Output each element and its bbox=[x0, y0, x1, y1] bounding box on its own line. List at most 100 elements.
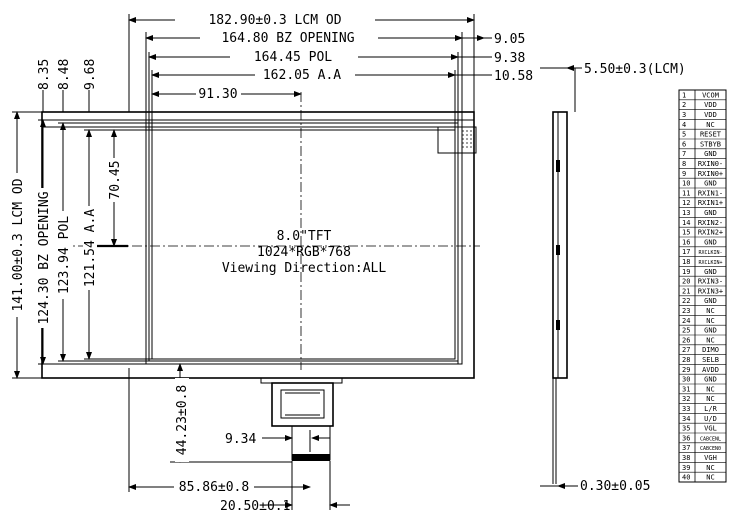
pin-number: 25 bbox=[682, 327, 690, 335]
pin-name: NC bbox=[706, 336, 714, 344]
dim-pol-height: 123.94 POL bbox=[57, 216, 72, 294]
pin-name: RESET bbox=[700, 131, 722, 139]
dim-top-968: 9.68 bbox=[83, 59, 98, 90]
pin-number: 39 bbox=[682, 464, 690, 472]
pin-number: 3 bbox=[682, 111, 686, 119]
pin-number: 5 bbox=[682, 131, 686, 139]
pin-number: 8 bbox=[682, 160, 686, 168]
pin-name: RXIN0- bbox=[698, 160, 723, 168]
pin-name: VDD bbox=[704, 101, 717, 109]
pin-name: NC bbox=[706, 317, 714, 325]
pin-number: 37 bbox=[682, 444, 690, 452]
bz-opening-rect bbox=[145, 119, 463, 365]
dim-right-1058: 10.58 bbox=[494, 69, 533, 84]
pin-name: RXIN2- bbox=[698, 219, 723, 227]
fpc-gold-fingers bbox=[292, 454, 330, 461]
pin-number: 10 bbox=[682, 180, 690, 188]
pin-name: RXIN3- bbox=[698, 278, 723, 286]
pin-number: 22 bbox=[682, 297, 690, 305]
pin-name: GND bbox=[704, 376, 717, 384]
pin-number: 17 bbox=[682, 248, 690, 256]
panel-size-text: 8.0"TFT bbox=[277, 229, 332, 244]
pin-name: CABCENL bbox=[700, 436, 721, 442]
dim-lcm-od-height: 141.00±0.3 LCM OD bbox=[11, 178, 26, 311]
dim-top-835: 8.35 bbox=[37, 59, 52, 90]
pin-number: 21 bbox=[682, 287, 690, 295]
vertical-dimensions: 141.00±0.3 LCM OD 124.30 BZ OPENING 123.… bbox=[11, 59, 152, 379]
panel-resolution-text: 1024*RGB*768 bbox=[257, 245, 351, 260]
dim-fpc-inner: 9.34 bbox=[225, 432, 256, 447]
pin-name: RXIN1+ bbox=[698, 199, 723, 207]
pin-number: 32 bbox=[682, 395, 690, 403]
pin-name: STBYB bbox=[700, 140, 721, 148]
pin-number: 19 bbox=[682, 268, 690, 276]
pin-name: GND bbox=[704, 327, 717, 335]
dim-center-offset-y: 70.45 bbox=[108, 160, 123, 199]
top-right-tab bbox=[437, 126, 477, 154]
pin-number: 20 bbox=[682, 278, 690, 286]
pin-number: 6 bbox=[682, 140, 686, 148]
pin-number: 30 bbox=[682, 376, 690, 384]
pin-name: RXCLKIN- bbox=[698, 250, 722, 256]
pin-number: 18 bbox=[682, 258, 690, 266]
dim-fpc-offset: 85.86±0.8 bbox=[179, 480, 249, 495]
pin-name: NC bbox=[706, 474, 714, 482]
side-view: 5.50±0.3(LCM) 0.30±0.05 bbox=[540, 62, 686, 494]
pin-name: DIMO bbox=[702, 346, 719, 354]
pin-name: NC bbox=[706, 385, 714, 393]
pin-number: 13 bbox=[682, 209, 690, 217]
pin-name: VGH bbox=[704, 454, 717, 462]
pin-number: 28 bbox=[682, 356, 690, 364]
pin-number: 34 bbox=[682, 415, 690, 423]
pin-name: GND bbox=[704, 268, 717, 276]
pin-number: 16 bbox=[682, 238, 690, 246]
front-view: 8.0"TFT 1024*RGB*768 Viewing Direction:A… bbox=[41, 92, 480, 510]
pin-name: VGL bbox=[704, 425, 717, 433]
active-area-rect bbox=[151, 129, 456, 360]
dim-lcm-od-width: 182.90±0.3 LCM OD bbox=[208, 13, 341, 28]
pin-number: 40 bbox=[682, 474, 690, 482]
pin-number: 23 bbox=[682, 307, 690, 315]
pin-number: 31 bbox=[682, 385, 690, 393]
pin-name: RXCLKIN+ bbox=[698, 260, 722, 266]
pin-name: GND bbox=[704, 209, 717, 217]
pin-name: L/R bbox=[704, 405, 717, 413]
dim-center-offset-x: 91.30 bbox=[198, 87, 237, 102]
bottom-dimensions: 44.23±0.8 9.34 85.86±0.8 20.50±0.1 bbox=[128, 363, 350, 514]
dim-fpc-length: 44.23±0.8 bbox=[175, 385, 190, 455]
pin-number: 11 bbox=[682, 189, 690, 197]
pin-number: 1 bbox=[682, 91, 686, 99]
pin-number: 27 bbox=[682, 346, 690, 354]
pin-name: VDD bbox=[704, 111, 717, 119]
pin-name: RXIN3+ bbox=[698, 287, 723, 295]
fpc bbox=[260, 377, 343, 510]
pin-name: SELB bbox=[702, 356, 719, 364]
viewing-direction-text: Viewing Direction:ALL bbox=[222, 261, 387, 276]
pin-number: 35 bbox=[682, 425, 690, 433]
pin-number: 2 bbox=[682, 101, 686, 109]
dim-aa-width: 162.05 A.A bbox=[263, 68, 341, 83]
dim-fpc-thickness: 0.30±0.05 bbox=[580, 479, 650, 494]
pin-number: 12 bbox=[682, 199, 690, 207]
pin-name: U/D bbox=[704, 415, 717, 423]
dim-bz-opening-width: 164.80 BZ OPENING bbox=[221, 31, 354, 46]
pin-name: RXIN1- bbox=[698, 189, 723, 197]
pin-name: GND bbox=[704, 297, 717, 305]
pin-number: 9 bbox=[682, 170, 686, 178]
pin-number: 26 bbox=[682, 336, 690, 344]
pin-name: GND bbox=[704, 150, 717, 158]
pin-name: RXIN0+ bbox=[698, 170, 723, 178]
dim-top-848: 8.48 bbox=[57, 59, 72, 90]
dim-bz-opening-height: 124.30 BZ OPENING bbox=[37, 191, 52, 324]
pin-number: 36 bbox=[682, 434, 690, 442]
pin-number: 14 bbox=[682, 219, 690, 227]
dim-pol-width: 164.45 POL bbox=[254, 50, 332, 65]
pin-number: 33 bbox=[682, 405, 690, 413]
dim-right-938: 9.38 bbox=[494, 51, 525, 66]
pin-name: VCOM bbox=[702, 91, 719, 99]
pin-name: AVDD bbox=[702, 366, 719, 374]
pin-name: NC bbox=[706, 395, 714, 403]
pin-number: 38 bbox=[682, 454, 690, 462]
pin-number: 7 bbox=[682, 150, 686, 158]
